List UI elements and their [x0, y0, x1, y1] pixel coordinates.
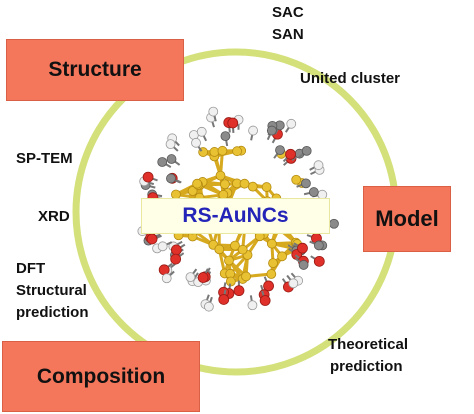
hydrogen-atom: [185, 272, 196, 283]
gold-atom: [291, 174, 302, 185]
oxygen-atom: [158, 264, 170, 276]
theoretical-label: Theoretical: [328, 336, 409, 353]
oxygen-atom: [233, 285, 245, 297]
gold-atom: [239, 178, 250, 189]
oxygen-atom: [285, 148, 296, 160]
gold-atom: [232, 146, 242, 157]
oxygen-atom: [297, 242, 308, 254]
model-box: Model: [363, 186, 451, 252]
gold-atom: [230, 240, 240, 251]
hydrogen-atom: [313, 160, 324, 171]
gold-atom: [219, 179, 230, 190]
hydrogen-atom: [208, 106, 219, 117]
carbon-atom: [301, 178, 311, 189]
hydrogen-atom: [196, 126, 207, 137]
united-cluster-label: United cluster: [300, 70, 401, 87]
center-label: RS-AuNCs: [141, 198, 330, 234]
oxygen-atom: [142, 171, 154, 183]
hydrogen-atom: [165, 139, 176, 150]
gold-atom: [224, 255, 234, 266]
hydrogen-atom: [191, 137, 201, 148]
gold-atom: [277, 251, 287, 262]
hydrogen-atom: [247, 300, 258, 311]
oxygen-atom: [197, 272, 209, 283]
hydrogen-atom: [161, 273, 172, 284]
sac-label: SAC: [272, 4, 304, 21]
gold-atom: [192, 178, 203, 189]
oxygen-atom: [313, 255, 325, 267]
carbon-atom: [266, 125, 277, 136]
oxygen-atom: [170, 253, 182, 265]
structure-box-label: Structure: [48, 58, 142, 81]
structure-box: Structure: [6, 39, 184, 101]
gold-atom: [215, 170, 226, 181]
carbon-atom: [308, 187, 319, 197]
san-label: SAN: [272, 26, 304, 43]
carbon-atom: [329, 218, 339, 229]
hydrogen-atom: [203, 301, 214, 312]
gold-atom: [266, 269, 277, 279]
dft-label: DFT: [16, 260, 46, 277]
gold-atom: [268, 258, 278, 269]
oxygen-atom: [146, 233, 158, 245]
carbon-atom: [220, 131, 231, 142]
model-box-label: Model: [375, 206, 439, 231]
oxygen-atom: [263, 280, 274, 292]
hydrogen-atom: [286, 118, 297, 129]
oxygen-atom: [170, 244, 182, 256]
hydrogen-atom: [288, 278, 299, 289]
composition-box-label: Composition: [36, 364, 166, 388]
carbon-atom: [301, 145, 312, 156]
gold-atom: [214, 244, 225, 255]
carbon-atom: [298, 260, 309, 270]
gold-atom: [247, 181, 258, 192]
hydrogen-atom: [248, 125, 258, 136]
gold-atom: [217, 145, 228, 156]
prediction-label: prediction: [16, 304, 89, 321]
gold-atom: [209, 147, 220, 157]
gold-atom: [187, 186, 198, 196]
oxygen-atom: [227, 117, 239, 129]
gold-atom: [261, 182, 272, 192]
hydrogen-atom: [157, 241, 168, 252]
oxygen-atom: [218, 294, 230, 305]
gold-atom: [237, 244, 248, 255]
carbon-atom: [313, 240, 324, 251]
gold-atom: [241, 271, 251, 282]
xrd-label: XRD: [38, 208, 70, 225]
carbon-atom: [157, 157, 168, 167]
theoretical-prediction-label: prediction: [330, 358, 403, 375]
carbon-atom: [166, 173, 176, 184]
carbon-atom: [166, 154, 177, 164]
carbon-atom: [275, 145, 285, 156]
composition-box: Composition: [2, 341, 200, 412]
structural-label: Structural: [16, 282, 87, 299]
oxygen-atom: [259, 295, 271, 306]
sp-tem-label: SP-TEM: [16, 150, 73, 167]
gold-atom: [266, 238, 277, 249]
